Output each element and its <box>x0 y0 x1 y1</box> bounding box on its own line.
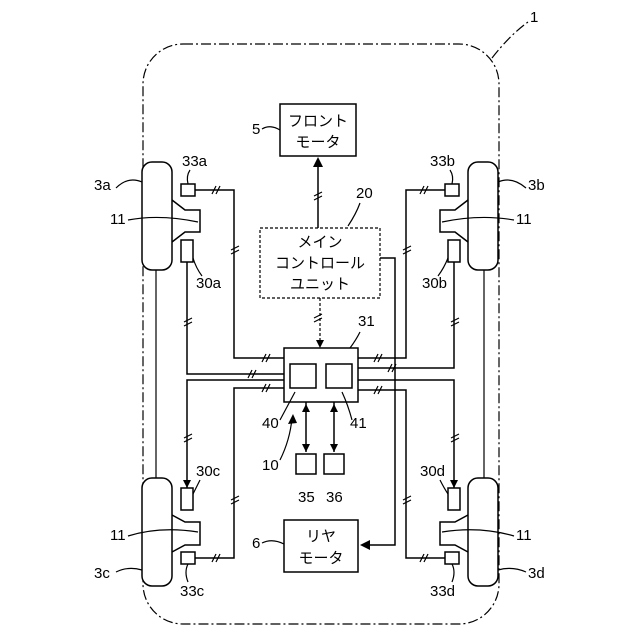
sensor-33b <box>445 184 459 196</box>
wire-main-to-rear <box>370 258 395 545</box>
wheel-3d-leader <box>498 568 526 572</box>
vehicle-label: 1 <box>530 9 538 26</box>
sensor-30c <box>181 488 193 510</box>
processor-ref-label: 40 <box>262 415 279 432</box>
sensor-33c <box>181 552 195 564</box>
wheel-3b <box>468 162 498 270</box>
rear-motor-ref-label: 6 <box>252 535 260 552</box>
system-ref-label: 10 <box>262 457 279 474</box>
sensor-33b-leader <box>450 170 453 184</box>
device-36-box <box>324 454 344 474</box>
memory-ref-label: 41 <box>350 415 367 432</box>
arrow-device-36-top <box>330 404 338 412</box>
rear-motor-line2: モータ <box>298 550 343 567</box>
wheel-3a <box>142 162 172 270</box>
sensor-30d <box>448 488 460 510</box>
brake-unit-ref-label: 31 <box>358 313 375 330</box>
arrow-to-front-motor <box>313 157 323 167</box>
sensor-30a-leader <box>193 258 202 276</box>
main-unit-line1: メイン <box>297 234 342 251</box>
arrow-device-35-top <box>302 404 310 412</box>
sensor-30b-label: 30b <box>422 275 447 292</box>
wheel-3a-leader <box>116 180 142 188</box>
sensor-30b-leader <box>438 258 448 276</box>
brake-d-label: 11 <box>516 527 532 544</box>
brake-caliper-d <box>440 515 468 552</box>
wheel-3d-label: 3d <box>528 565 545 582</box>
sensor-30c-label: 30c <box>196 463 221 480</box>
device-36-label: 36 <box>326 489 343 506</box>
sensor-33d-leader <box>452 564 454 582</box>
front-motor-line1: フロント <box>288 113 348 130</box>
system-ref-leader <box>280 418 292 460</box>
sensor-30d-label: 30d <box>420 463 445 480</box>
main-unit-line3: ユニット <box>290 276 350 293</box>
wheel-3c-label: 3c <box>94 565 110 582</box>
main-unit-ref-label: 20 <box>356 185 373 202</box>
sensor-33d <box>445 552 459 564</box>
brake-a-label: 11 <box>110 211 126 228</box>
arrow-into-30c <box>183 480 191 488</box>
device-35-box <box>296 454 316 474</box>
device-35-label: 35 <box>298 489 315 506</box>
brake-caliper-c <box>172 515 200 552</box>
sensor-33d-label: 33d <box>430 583 455 600</box>
arrow-to-rear-motor <box>360 540 370 550</box>
vehicle-leader-line <box>492 22 528 58</box>
arrow-main-to-brake-down <box>316 340 324 348</box>
front-motor-ref-leader <box>262 127 280 130</box>
sensor-30a-label: 30a <box>196 275 222 292</box>
processor-40 <box>290 364 316 388</box>
system-ref-arrow <box>288 414 297 424</box>
sensor-30d-leader <box>440 480 448 494</box>
wheel-3b-label: 3b <box>528 177 545 194</box>
arrow-device-36-bottom <box>330 444 338 452</box>
sensor-33a-label: 33a <box>182 153 208 170</box>
arrow-into-30d <box>450 480 458 488</box>
sensor-33c-label: 33c <box>180 583 205 600</box>
main-unit-ref-leader <box>348 203 360 226</box>
main-unit-line2: コントロール <box>275 255 365 272</box>
arrow-device-35-bottom <box>302 444 310 452</box>
rear-motor-line1: リヤ <box>306 528 336 545</box>
front-motor-line2: モータ <box>295 134 340 151</box>
sensor-33c-leader <box>186 564 188 582</box>
rear-motor-ref-leader <box>262 541 284 544</box>
brake-b-label: 11 <box>516 211 532 228</box>
brake-unit-ref-leader <box>350 332 360 348</box>
brake-c-label: 11 <box>110 527 126 544</box>
sensor-33a <box>181 184 195 196</box>
sensor-30b <box>448 240 460 262</box>
sensor-30a <box>181 240 193 262</box>
wheel-3c-leader <box>116 568 142 572</box>
wheel-3a-label: 3a <box>94 177 111 194</box>
sensor-30c-leader <box>193 480 200 494</box>
sensor-33b-label: 33b <box>430 153 455 170</box>
memory-41 <box>326 364 352 388</box>
front-motor-ref-label: 5 <box>252 121 260 138</box>
wheel-3b-leader <box>498 180 526 188</box>
sensor-33a-leader <box>187 170 190 184</box>
